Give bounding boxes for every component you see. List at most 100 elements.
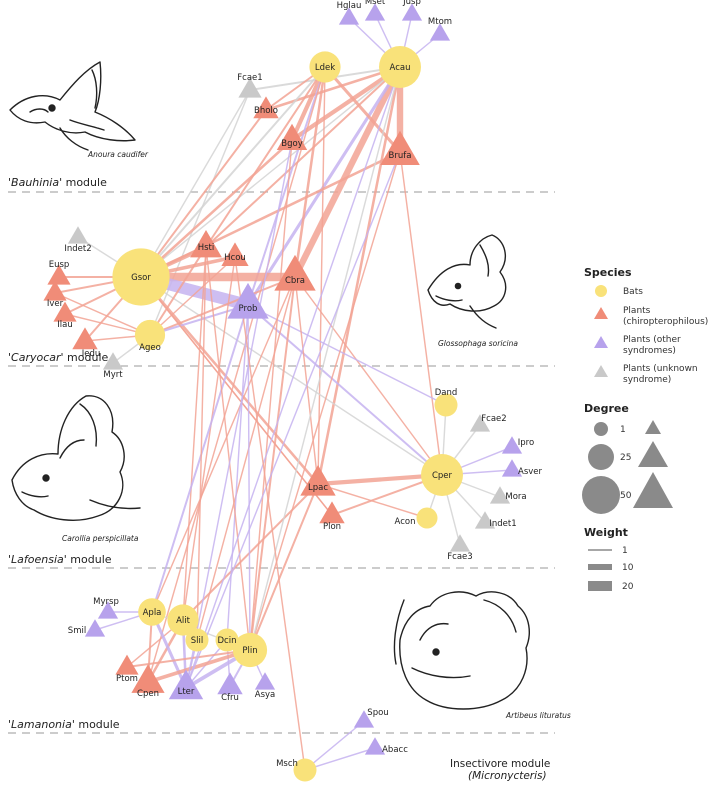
node-acon[interactable] [416, 507, 438, 529]
node-dand[interactable] [434, 393, 458, 417]
node-label-alit: Alit [176, 616, 191, 626]
edge-cper-brufa [399, 151, 443, 476]
node-ageo[interactable] [134, 319, 166, 351]
node-fcae1[interactable] [238, 77, 262, 98]
node-smil[interactable] [84, 619, 106, 637]
node-label-myrsp: Myrsp [93, 597, 119, 607]
node-label-ipro: Ipro [518, 438, 534, 448]
node-alit[interactable] [167, 604, 199, 636]
bat-caption-artibeus-lituratus: Artibeus lituratus [505, 711, 571, 720]
edge-ldek-cpen [147, 66, 326, 683]
node-cfru[interactable] [217, 672, 243, 695]
edge-alit-hcou [182, 256, 236, 621]
legend-weight-title: Weight [584, 526, 628, 539]
edge-acau-bgoy [289, 64, 403, 143]
edge-dand-prob [247, 304, 447, 406]
legend-weight-1-label: 1 [622, 546, 628, 556]
bat-caption-glossophaga-soricina: Glossophaga soricina [438, 339, 518, 348]
node-mora[interactable] [489, 486, 511, 504]
legend-degree-1-label: 1 [620, 425, 626, 435]
legend-unknown-label: Plants (unknown [623, 364, 698, 374]
node-prob[interactable] [227, 282, 269, 319]
node-indet1[interactable] [474, 511, 496, 529]
node-label-ilau: Ilau [57, 320, 72, 330]
node-hglau[interactable] [338, 7, 360, 25]
bat-illustration-carollia-perspicillata [11, 395, 141, 521]
node-fcae2[interactable] [469, 414, 491, 432]
node-plin[interactable] [232, 632, 268, 668]
edge-plin-lpac [249, 483, 319, 651]
node-spou[interactable] [353, 710, 375, 728]
node-eusp[interactable] [47, 264, 71, 285]
node-abacc[interactable] [364, 737, 386, 755]
node-plon[interactable] [319, 501, 345, 524]
node-lpac[interactable] [300, 465, 336, 496]
node-cpen[interactable] [131, 664, 165, 693]
node-acau[interactable] [379, 46, 421, 88]
edge-ldek-brufa [323, 65, 402, 154]
legend-unknown-swatch [594, 365, 608, 377]
node-label-apla: Apla [143, 608, 162, 618]
bat-illustration-anoura-caudifer [9, 61, 136, 151]
node-hcou[interactable] [221, 242, 249, 266]
edge-apla-prob [151, 304, 249, 613]
edge-acau-bholo [264, 65, 402, 112]
node-apla[interactable] [138, 598, 166, 626]
node-lter[interactable] [168, 669, 204, 700]
node-bgoy[interactable] [276, 123, 308, 150]
legend-other-swatch [594, 336, 608, 348]
node-dcin[interactable] [215, 628, 239, 652]
insectivore-module-label: Insectivore module [450, 758, 550, 770]
node-indet2[interactable] [67, 226, 89, 244]
insectivore-module-sublabel: (Micronycteris) [468, 770, 547, 782]
node-ipro[interactable] [501, 436, 523, 454]
node-label-ageo: Ageo [139, 343, 161, 353]
node-ldek[interactable] [309, 51, 341, 83]
edge-ageo-cbra [149, 276, 296, 336]
edge-gsor-bholo [140, 109, 267, 278]
node-label-indet2: Indet2 [64, 244, 91, 254]
edge-lter-brufa [185, 151, 401, 689]
node-label-fcae3: Fcae3 [447, 552, 472, 562]
node-gsor[interactable] [112, 248, 170, 306]
edge-fcae1-gsor [140, 89, 251, 278]
node-asya[interactable] [254, 672, 276, 690]
node-mtom[interactable] [429, 23, 451, 41]
node-jusp[interactable] [401, 3, 423, 21]
legend-weight-10-label: 10 [622, 563, 634, 573]
node-cbra[interactable] [274, 254, 316, 291]
node-myrt[interactable] [102, 352, 124, 370]
node-myrsp[interactable] [97, 601, 119, 619]
legend-unknown-label2: syndrome) [623, 375, 671, 385]
node-cper[interactable] [421, 454, 463, 496]
module-label-bauhinia: 'Bauhinia' module [8, 176, 107, 189]
legend-degree-25-triangle [638, 441, 668, 467]
node-label-asya: Asya [255, 690, 275, 700]
node-brufa[interactable] [380, 130, 420, 165]
node-iver[interactable] [43, 280, 67, 301]
node-fcae3[interactable] [449, 534, 471, 552]
node-bholo[interactable] [253, 96, 279, 119]
node-ptom[interactable] [115, 654, 139, 675]
node-iedu[interactable] [72, 327, 98, 350]
node-hsti[interactable] [190, 230, 222, 258]
node-asver[interactable] [501, 459, 523, 477]
edge-slil-cbra [196, 276, 296, 641]
bat-caption-anoura-caudifer: Anoura caudifer [87, 150, 149, 159]
edge-plin-ptom [126, 649, 251, 668]
node-label-mora: Mora [505, 492, 526, 502]
edge-msch-hcou [234, 256, 306, 771]
edge-msch-spou [304, 720, 365, 771]
node-mset[interactable] [364, 3, 386, 21]
legend-chiro-swatch [594, 307, 608, 319]
node-label-myrt: Myrt [103, 370, 123, 380]
node-msch[interactable] [293, 758, 317, 782]
node-ilau[interactable] [53, 301, 77, 322]
edge-ageo-hsti [149, 246, 207, 336]
module-label-lamanonia: 'Lamanonia' module [8, 718, 120, 731]
node-label-mtom: Mtom [428, 17, 452, 27]
legend: Species Bats Plants (chiropterophilous) … [582, 266, 708, 592]
node-slil[interactable] [185, 628, 209, 652]
legend-degree-1-triangle [645, 420, 661, 434]
